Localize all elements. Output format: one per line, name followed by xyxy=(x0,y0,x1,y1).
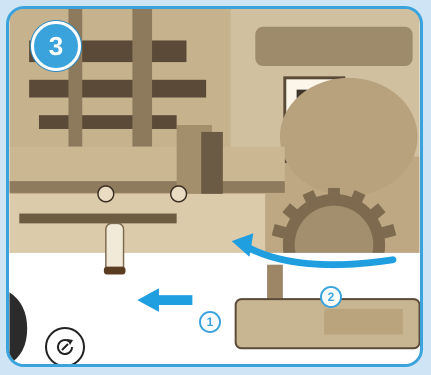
rotate-icon xyxy=(45,327,85,367)
step-number-badge: 3 xyxy=(31,21,81,71)
instruction-frame: 3 1 2 xyxy=(6,6,423,367)
frame-slot xyxy=(29,80,206,98)
gauge-symbol-icon xyxy=(98,186,114,202)
gauge-symbol-icon xyxy=(171,186,187,202)
frame-slot xyxy=(39,115,177,129)
wooden-peg xyxy=(104,223,126,274)
callout-1: 1 xyxy=(199,311,221,333)
callout-2: 2 xyxy=(320,286,342,308)
callout-label: 1 xyxy=(207,315,214,329)
callout-label: 2 xyxy=(328,290,335,304)
step-number: 3 xyxy=(49,31,63,62)
